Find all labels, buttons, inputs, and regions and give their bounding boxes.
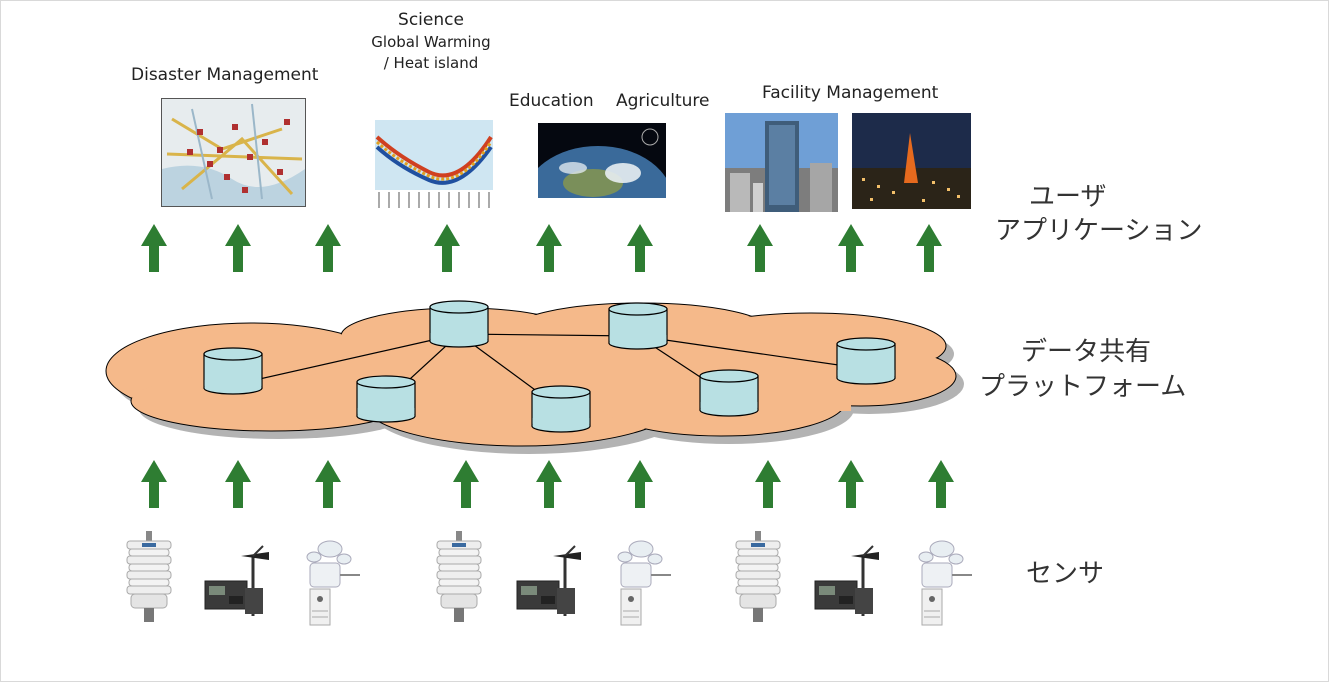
up-arrow-icon: [453, 460, 479, 508]
label-facility-management: Facility Management: [762, 83, 939, 103]
up-arrow-icon: [928, 460, 954, 508]
weather-sensor-housing-icon: [436, 530, 482, 623]
wind-vane-logger-icon: [203, 544, 271, 618]
up-arrow-icon: [315, 224, 341, 272]
up-arrow-icon: [916, 224, 942, 272]
sensors: [126, 530, 973, 626]
database-cylinder-icon: [608, 302, 668, 350]
label-agriculture: Agriculture: [616, 91, 710, 111]
up-arrow-icon: [627, 460, 653, 508]
up-arrow-icon: [838, 460, 864, 508]
up-arrow-icon: [141, 224, 167, 272]
database-cylinder-icon: [699, 369, 759, 417]
up-arrow-icon: [627, 224, 653, 272]
skyscraper-thumbnail: [725, 113, 838, 212]
label-global-warming: Global Warming: [371, 33, 491, 51]
lower-arrows: [141, 460, 954, 508]
science-chart-thumbnail: [369, 112, 497, 212]
tokyo-tower-thumbnail: [852, 113, 971, 209]
database-cylinder-icon: [531, 385, 591, 433]
wind-vane-logger-icon: [515, 544, 583, 618]
label-user: ユーザ: [1029, 182, 1107, 212]
label-data-sharing: データ共有: [1021, 337, 1152, 367]
label-science: Science: [398, 10, 464, 30]
up-arrow-icon: [747, 224, 773, 272]
database-cylinder-icon: [429, 300, 489, 348]
label-education: Education: [509, 91, 594, 111]
earth-thumbnail: [538, 123, 666, 198]
up-arrow-icon: [225, 224, 251, 272]
weather-sensor-housing-icon: [126, 530, 172, 623]
database-cylinder-icon: [836, 337, 896, 385]
wind-vane-logger-icon: [813, 544, 881, 618]
database-cylinder-icon: [356, 375, 416, 423]
anemometer-icon: [617, 540, 672, 626]
weather-sensor-housing-icon: [735, 530, 781, 623]
up-arrow-icon: [536, 224, 562, 272]
up-arrow-icon: [434, 224, 460, 272]
label-disaster-management: Disaster Management: [131, 65, 319, 85]
label-sensor: センサ: [1026, 559, 1105, 589]
up-arrow-icon: [315, 460, 341, 508]
disaster-map-thumbnail: [161, 98, 306, 207]
up-arrow-icon: [755, 460, 781, 508]
anemometer-icon: [918, 540, 973, 626]
up-arrow-icon: [536, 460, 562, 508]
up-arrow-icon: [225, 460, 251, 508]
label-platform: プラットフォーム: [979, 372, 1187, 402]
database-cylinder-icon: [203, 347, 263, 395]
up-arrow-icon: [141, 460, 167, 508]
upper-arrows: [141, 224, 942, 272]
up-arrow-icon: [838, 224, 864, 272]
label-application: アプリケーション: [995, 216, 1203, 246]
label-heat-island: / Heat island: [383, 54, 479, 72]
anemometer-icon: [306, 540, 361, 626]
